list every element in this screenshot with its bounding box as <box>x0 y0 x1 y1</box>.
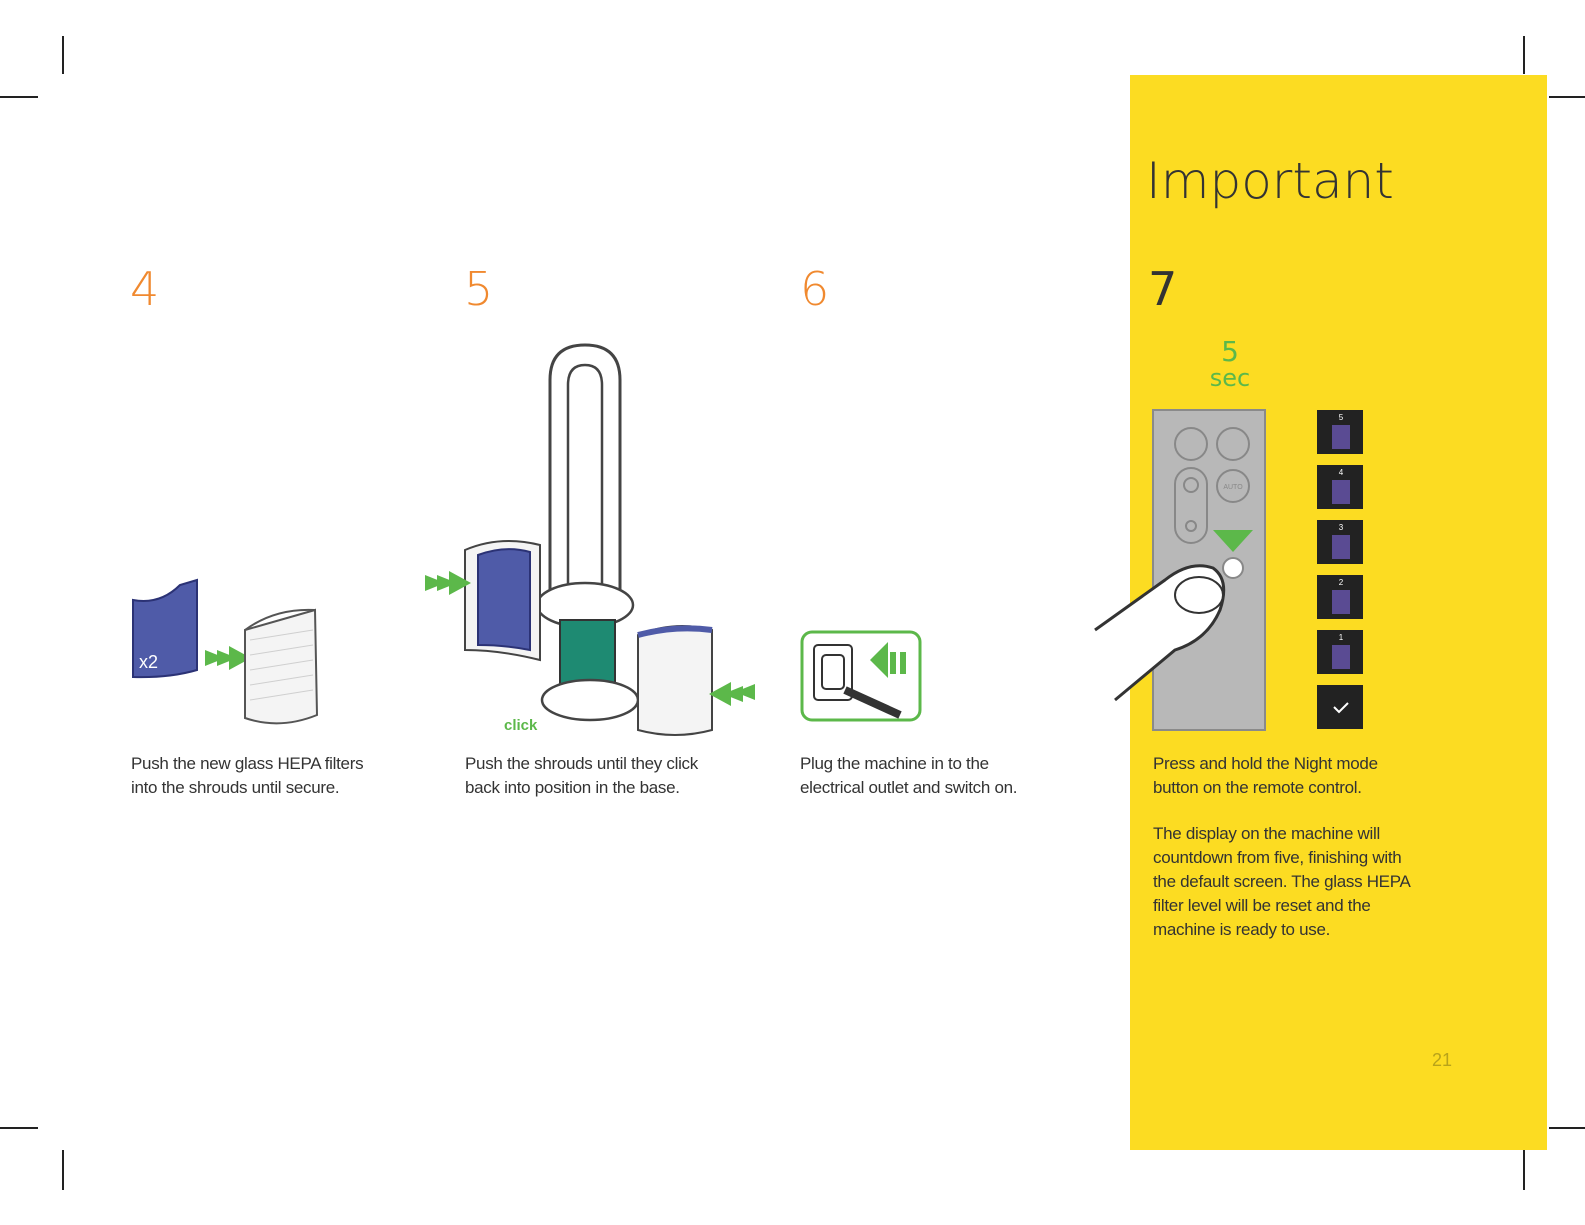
x2-badge: x2 <box>139 652 158 672</box>
crop-mark <box>1549 1127 1585 1129</box>
page-number: 21 <box>1432 1050 1453 1070</box>
countdown-frame-4: 4 <box>1317 465 1363 509</box>
svg-text:5: 5 <box>1339 413 1344 422</box>
svg-text:2: 2 <box>1339 578 1344 587</box>
filter-insert-illustration: x2 <box>132 578 319 725</box>
crop-mark <box>0 1127 38 1129</box>
plug-outlet-illustration <box>800 630 922 722</box>
countdown-frame-2: 2 <box>1317 575 1363 619</box>
crop-mark <box>62 1150 64 1190</box>
crop-mark <box>62 36 64 74</box>
step-4-caption: Push the new glass HEPA filters into the… <box>131 754 364 797</box>
svg-text:1: 1 <box>1339 633 1344 642</box>
step-4-number: 4 <box>130 262 160 316</box>
crop-mark <box>1523 36 1525 74</box>
step-5-caption: Push the shrouds until they click back i… <box>465 754 698 797</box>
step-6-number: 6 <box>800 262 830 316</box>
display-countdown-sequence: 5 4 3 2 1 <box>1317 410 1363 729</box>
timer-unit: sec <box>1209 364 1251 392</box>
crop-mark <box>1549 96 1585 98</box>
press-arrow-icon <box>1213 530 1253 552</box>
crop-mark <box>0 96 38 98</box>
crop-mark <box>1523 1150 1525 1190</box>
timer-value: 5 <box>1221 335 1239 368</box>
step-6-caption: Plug the machine in to the electrical ou… <box>800 754 1018 797</box>
svg-text:4: 4 <box>1339 468 1344 477</box>
purifier-tower-illustration: click <box>425 343 755 736</box>
checkmark-icon <box>1317 685 1363 729</box>
green-arrow-icon <box>425 571 471 595</box>
plug-arrow-icon <box>870 642 906 678</box>
reset-explanation: The display on the machine will countdow… <box>1153 824 1411 939</box>
svg-text:3: 3 <box>1339 523 1344 532</box>
step-7-number: 7 <box>1148 262 1178 316</box>
remote-control-illustration: AUTO <box>1094 409 1266 731</box>
countdown-frame-5: 5 <box>1317 410 1363 454</box>
step-5-number: 5 <box>464 262 494 316</box>
svg-text:AUTO: AUTO <box>1223 484 1243 491</box>
countdown-frame-1: 1 <box>1317 630 1363 674</box>
green-arrow-icon <box>205 646 251 670</box>
green-arrow-icon <box>709 682 755 706</box>
info-icon <box>1216 427 1250 461</box>
click-label: click <box>504 717 538 734</box>
countdown-frame-3: 3 <box>1317 520 1363 564</box>
power-icon <box>1174 427 1208 461</box>
important-title: Important <box>1146 152 1394 210</box>
step-7-caption: Press and hold the Night mode button on … <box>1153 754 1378 797</box>
